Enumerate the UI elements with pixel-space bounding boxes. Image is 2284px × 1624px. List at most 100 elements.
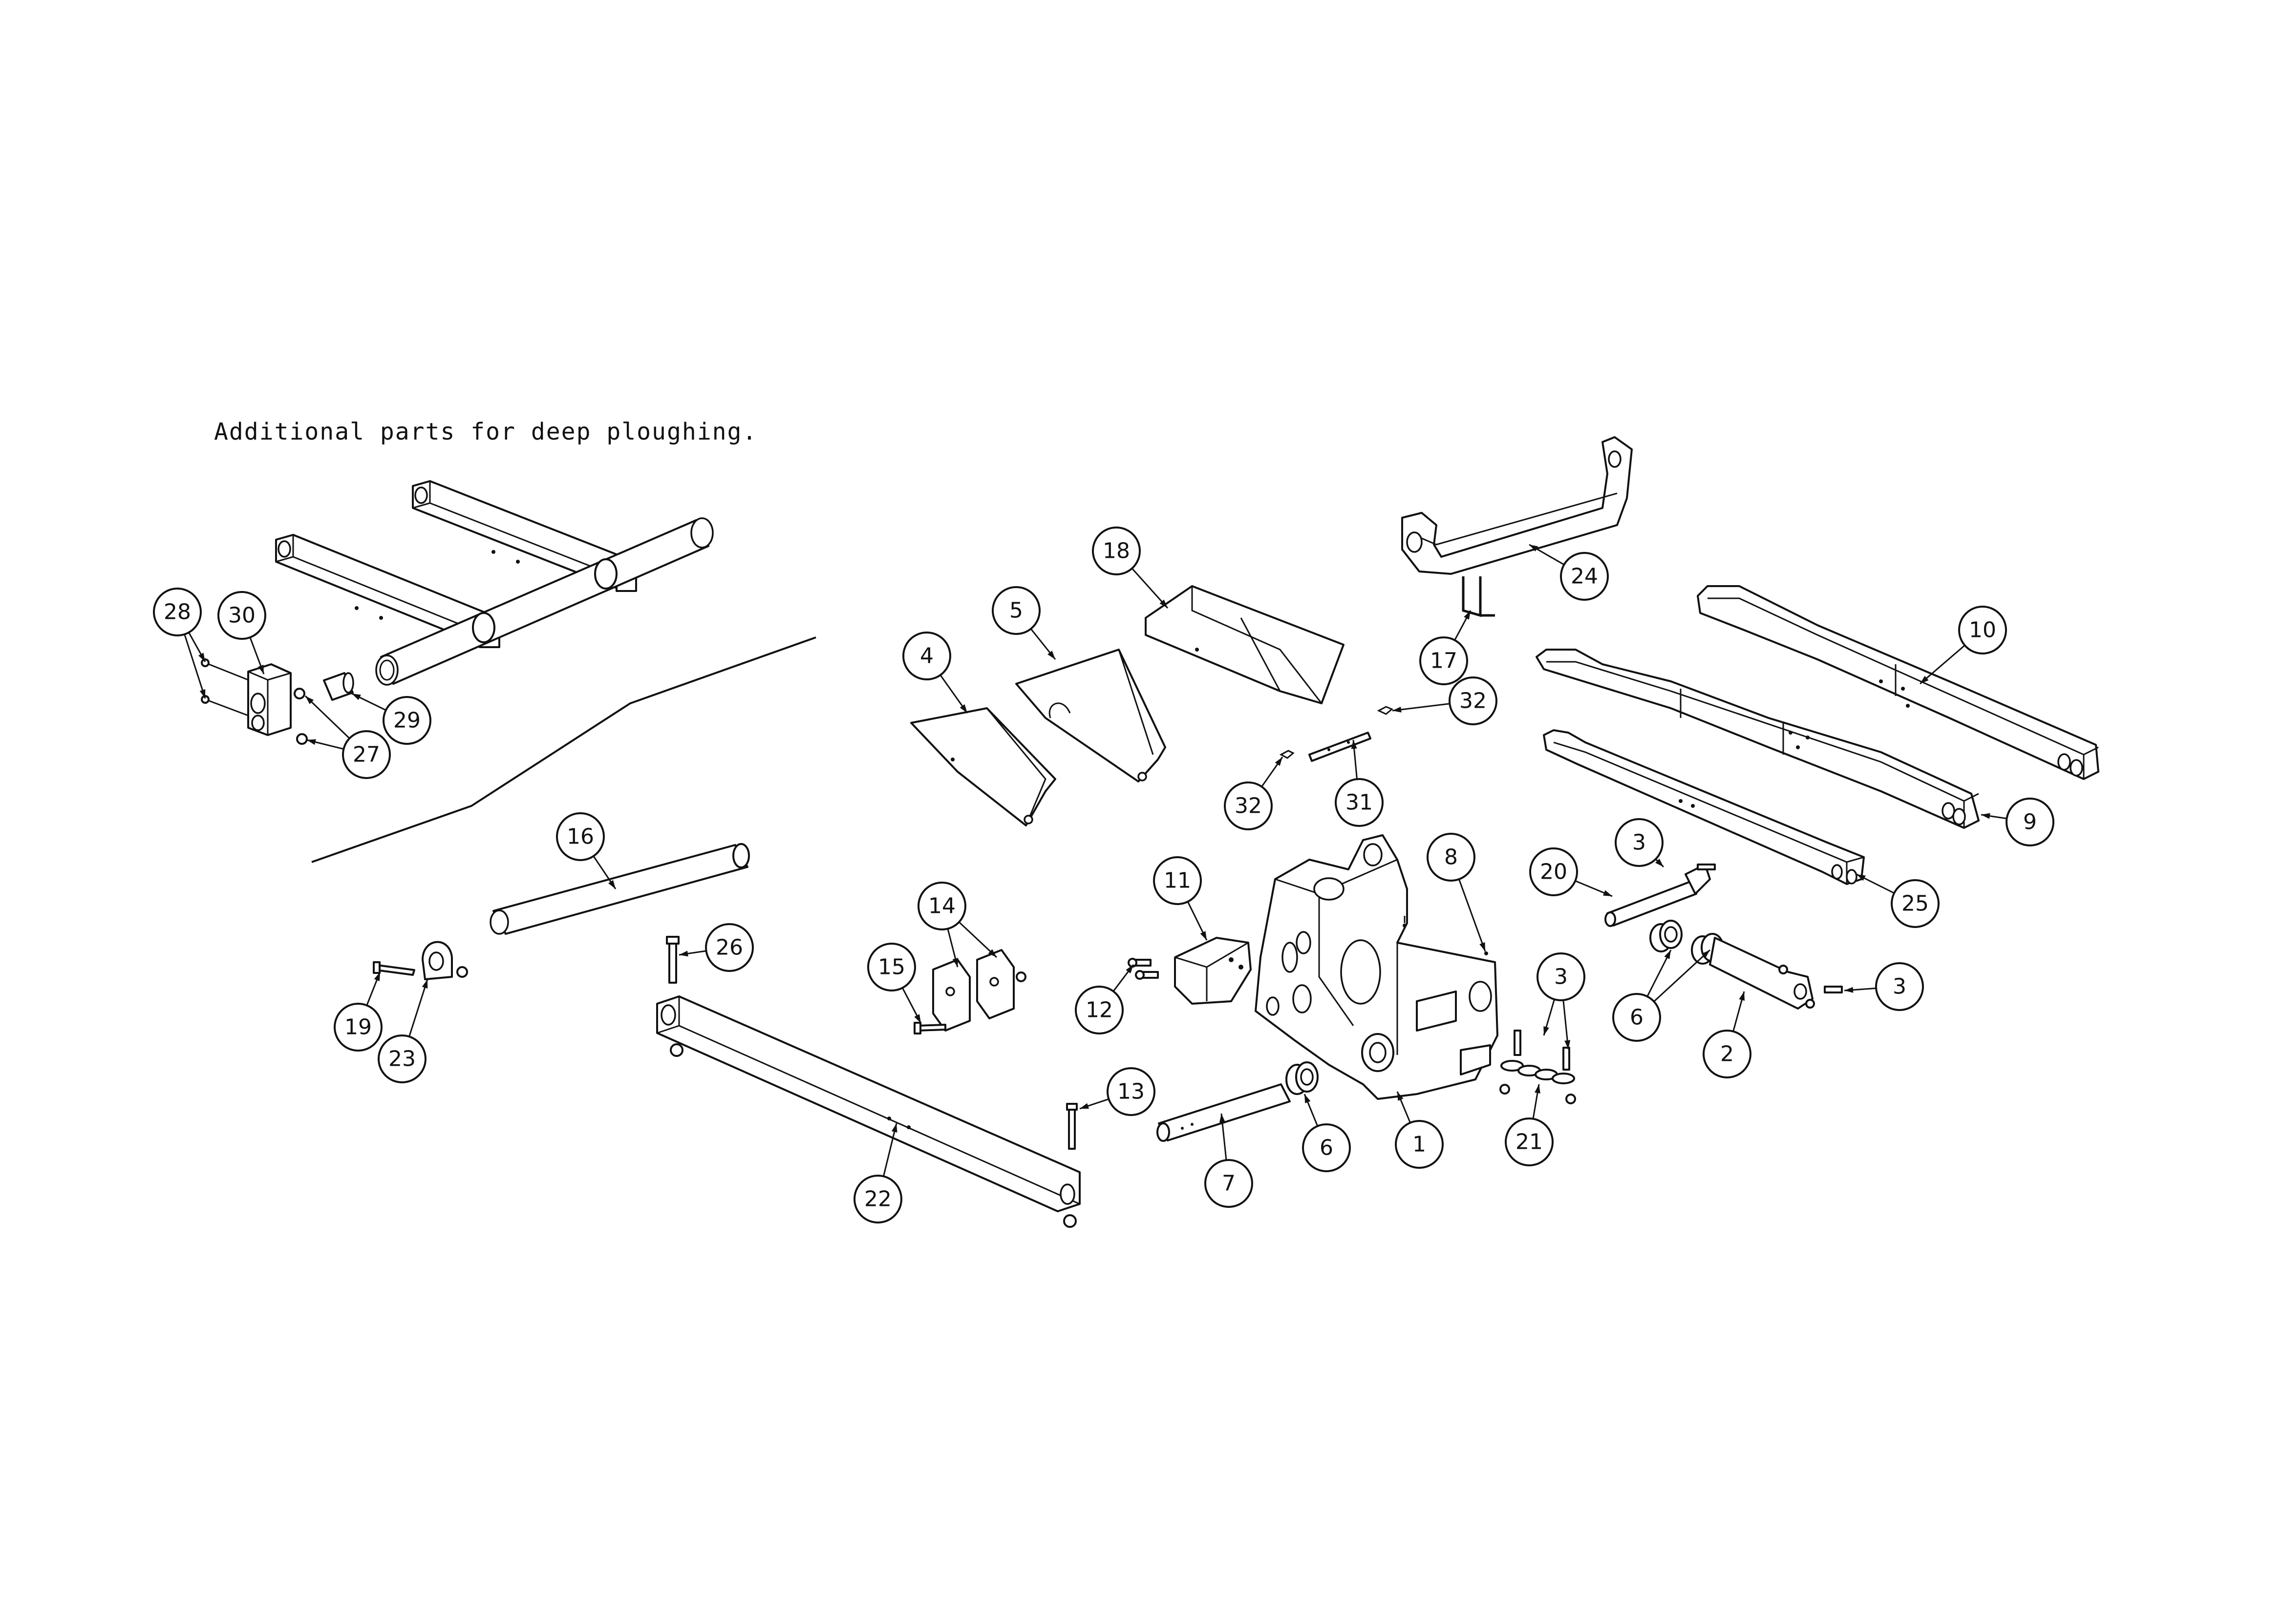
balloon-23[interactable]: 23 [378, 979, 428, 1083]
balloon-label-29: 29 [393, 708, 421, 733]
balloon-14[interactable]: 14 [918, 882, 998, 968]
leader-line-23 [408, 979, 428, 1037]
balloon-circle-3c [1875, 962, 1924, 1011]
leader-arrowhead-32b [1275, 757, 1282, 766]
tube-part-16 [490, 843, 750, 935]
balloon-circle-9 [2006, 798, 2054, 846]
balloon-29[interactable]: 29 [351, 693, 431, 745]
balloon-26[interactable]: 26 [679, 923, 754, 972]
balloon-12[interactable]: 12 [1075, 964, 1134, 1034]
balloon-circle-18 [1092, 527, 1141, 575]
balloon-9[interactable]: 9 [1981, 798, 2054, 846]
balloon-28[interactable]: 28 [153, 588, 206, 699]
balloon-11[interactable]: 11 [1153, 856, 1208, 941]
leader-arrowhead-32a [1392, 706, 1402, 713]
beam-part-9 [1536, 649, 1980, 829]
leader-arrowhead-5 [1047, 651, 1055, 659]
balloon-label-5: 5 [1009, 598, 1023, 623]
leader-arrowhead-23 [422, 979, 428, 989]
balloon-label-14: 14 [928, 894, 956, 919]
leader-line-27-1 [304, 695, 350, 739]
leader-arrowhead-27 [307, 739, 316, 745]
balloon-circle-20 [1529, 847, 1578, 896]
balloon-2[interactable]: 2 [1703, 991, 1751, 1078]
leader-arrowhead-17 [1464, 611, 1471, 620]
balloon-7[interactable]: 7 [1204, 1113, 1253, 1208]
balloon-32a[interactable]: 32 [1392, 676, 1497, 725]
balloon-circle-32b [1224, 781, 1273, 830]
balloon-circle-3b [1537, 952, 1585, 1001]
leader-arrowhead-1 [1397, 1092, 1404, 1101]
clamp-block-part-30 [247, 663, 292, 736]
pins-part-8 [1403, 916, 1488, 955]
balloon-circle-16 [556, 812, 605, 861]
balloon-17[interactable]: 17 [1419, 610, 1472, 685]
balloon-label-20: 20 [1540, 860, 1567, 885]
pin-part-7 [1156, 1083, 1291, 1142]
balloon-3a[interactable]: 3 [1615, 818, 1665, 868]
balloon-18[interactable]: 18 [1092, 527, 1169, 609]
leader-arrowhead-3c [1844, 987, 1854, 993]
balloon-16[interactable]: 16 [556, 812, 617, 889]
balloon-3c[interactable]: 3 [1844, 962, 1924, 1011]
balloon-15[interactable]: 15 [867, 943, 922, 1024]
balloon-21[interactable]: 21 [1505, 1084, 1554, 1166]
balloon-13[interactable]: 13 [1079, 1067, 1155, 1116]
balloon-30[interactable]: 30 [217, 591, 266, 675]
balloon-label-19: 19 [344, 1015, 372, 1040]
plates-part-14 [932, 949, 1026, 1032]
balloon-27[interactable]: 27 [304, 695, 391, 779]
balloon-label-3b: 3 [1554, 965, 1568, 990]
balloon-10[interactable]: 10 [1920, 606, 2007, 685]
balloon-5[interactable]: 5 [992, 586, 1056, 660]
balloon-24[interactable]: 24 [1529, 544, 1609, 601]
balloon-circle-27 [342, 730, 391, 779]
balloon-circle-3a [1615, 818, 1664, 867]
balloon-label-9: 9 [2023, 810, 2037, 835]
balloon-circle-26 [705, 923, 754, 972]
balloon-circle-7 [1204, 1159, 1253, 1208]
balloon-circle-6a [1302, 1123, 1351, 1172]
balloon-6a[interactable]: 6 [1302, 1094, 1351, 1172]
leader-arrowhead-27-1 [305, 696, 314, 704]
balloon-4[interactable]: 4 [902, 632, 968, 714]
yoke-part-24 [1401, 436, 1633, 575]
balloon-label-22: 22 [864, 1187, 892, 1212]
balloon-label-13: 13 [1117, 1079, 1145, 1104]
balloon-label-1: 1 [1412, 1132, 1426, 1157]
clips-part-32 [1279, 706, 1393, 759]
balloon-circle-1 [1395, 1120, 1444, 1169]
balloon-3b[interactable]: 3 [1537, 952, 1585, 1050]
leader-arrowhead-13 [1080, 1103, 1089, 1109]
bolt-part-3-top [1697, 864, 1716, 870]
balloon-label-12: 12 [1086, 998, 1113, 1023]
leader-arrowhead-6a [1304, 1094, 1311, 1103]
pin-part-19 [373, 961, 415, 976]
cylinder-part-2 [1709, 937, 1815, 1010]
balloon-label-30: 30 [228, 603, 256, 628]
leader-line-8 [1458, 879, 1486, 952]
balloon-19[interactable]: 19 [334, 971, 383, 1052]
section-separator-line [311, 636, 816, 863]
bolt-part-3-right [1824, 986, 1843, 993]
leader-arrowhead-21 [1535, 1084, 1540, 1094]
balloon-20[interactable]: 20 [1529, 847, 1613, 897]
leader-arrowhead-26 [679, 950, 688, 957]
headstock-part-1 [1255, 834, 1498, 1100]
balloon-8[interactable]: 8 [1427, 833, 1486, 952]
leader-arrowhead-29 [352, 694, 361, 700]
balloon-32b[interactable]: 32 [1224, 757, 1283, 830]
balloon-circle-14 [918, 882, 966, 930]
balloon-circle-17 [1419, 636, 1468, 685]
balloon-6b[interactable]: 6 [1612, 949, 1711, 1042]
balloon-22[interactable]: 22 [854, 1123, 902, 1223]
balloon-31[interactable]: 31 [1335, 739, 1384, 827]
spacers-part-6b [1649, 920, 1724, 965]
balloon-1[interactable]: 1 [1395, 1091, 1444, 1169]
balloon-label-26: 26 [716, 935, 743, 960]
balloon-25[interactable]: 25 [1856, 873, 1940, 928]
bushing-part-29 [323, 672, 354, 701]
bracket-part-11 [1174, 937, 1252, 1005]
leader-arrowhead-12 [1126, 965, 1133, 973]
leader-arrowhead-24 [1529, 545, 1538, 552]
